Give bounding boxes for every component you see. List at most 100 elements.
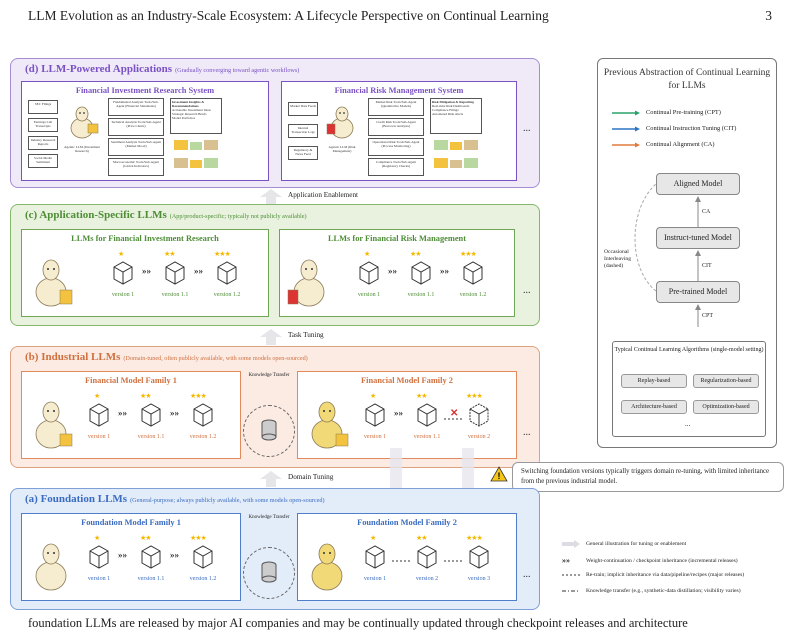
- star-icon: ★: [94, 392, 100, 400]
- version-label: version 1: [363, 434, 387, 440]
- knowledge-transfer-circle: [243, 547, 295, 599]
- star-icon: ★: [370, 534, 376, 542]
- algo-regularization: Regularization-based: [693, 374, 759, 388]
- caption-text: foundation LLMs are released by major AI…: [28, 616, 688, 630]
- star-icon: ★: [370, 392, 376, 400]
- legend-item-dash-dot: Knowledge transfer (e.g., synthetic-data…: [562, 588, 741, 594]
- panel-industrial: (b) Industrial LLMs(Domain-tuned, often …: [10, 346, 540, 468]
- legend-item-dashed: Re-train; implicit inheritance via data/…: [562, 572, 744, 578]
- version-label: version 3: [467, 576, 491, 582]
- ellipsis: ...: [523, 427, 531, 438]
- panel-title: (a) Foundation LLMs(General-purpose; alw…: [25, 493, 325, 505]
- version-label: version 2: [415, 576, 439, 582]
- output-item: Model Portfolios: [172, 116, 196, 120]
- version-label: version 2: [467, 434, 491, 440]
- triple-chevron-icon: »»: [388, 266, 397, 276]
- version-label: version 1: [87, 576, 111, 582]
- cl-algorithms-box: Typical Continual Learning Algorithms (s…: [612, 341, 766, 437]
- version-label: version 1.1: [407, 292, 435, 298]
- llm-cube-icon: [193, 545, 213, 569]
- version-label: version 1: [111, 292, 135, 298]
- tool-agent: Macroeconomic Tools/Sub-Agent (Global In…: [108, 158, 164, 176]
- tool-agent: Credit Risk Tools/Sub-Agent (Borrower An…: [368, 118, 424, 136]
- arrow-icon: [612, 142, 640, 147]
- llm-cube-icon: [359, 261, 379, 285]
- version-label: version 1.1: [413, 434, 441, 440]
- legend-item-ca: Continual Alignment (CA): [612, 141, 715, 148]
- version-label: version 1.2: [213, 292, 241, 298]
- star-icon: ★: [118, 250, 124, 258]
- switching-note-callout: Switching foundation versions typically …: [512, 462, 784, 492]
- llama-icon: [326, 106, 354, 139]
- input-source: Earnings Call Transcripts: [28, 118, 58, 132]
- edge-label: CA: [702, 209, 711, 215]
- output-illustration: [174, 140, 218, 168]
- triple-chevron-icon: »»: [562, 556, 570, 565]
- ellipsis: ...: [685, 420, 691, 428]
- aligned-model-box: Aligned Model: [656, 173, 740, 195]
- output-item: Compliance Filings: [432, 108, 459, 112]
- dashed-arrow-icon: [444, 418, 462, 420]
- version-label: version 1: [87, 434, 111, 440]
- algo-replay: Replay-based: [621, 374, 687, 388]
- tool-agent: Operational Risk Tools/Sub-Agent (Proces…: [368, 138, 424, 156]
- output-item: Automated Risk Alerts: [432, 112, 464, 116]
- output-box: Risk Mitigation & Reporting Real-time Ri…: [430, 98, 482, 134]
- llm-cube-icon: [469, 545, 489, 569]
- algo-title: Typical Continual Learning Algorithms (s…: [614, 347, 764, 353]
- star-icon: ★★: [140, 534, 152, 542]
- output-title: Investment Insights & Recommendations: [172, 100, 205, 108]
- input-source: Social Media Sentiment: [28, 154, 58, 168]
- star-icon: ★★★: [466, 534, 483, 542]
- output-title: Risk Mitigation & Reporting: [432, 100, 474, 104]
- database-icon: [261, 419, 277, 441]
- llm-cube-icon: [217, 261, 237, 285]
- llm-cube-icon: [365, 545, 385, 569]
- version-label: version 1.2: [189, 576, 217, 582]
- arrow-label-domain: Domain Tuning: [288, 473, 334, 481]
- panel-title: (b) Industrial LLMs(Domain-tuned, often …: [25, 351, 308, 363]
- edge-label: CIT: [702, 263, 712, 269]
- llm-cube-icon: [89, 545, 109, 569]
- version-label: version 1: [357, 292, 381, 298]
- llm-cube-icon: [411, 261, 431, 285]
- llama-icon: [311, 401, 349, 449]
- star-icon: ★★: [164, 250, 176, 258]
- star-icon: ★★★: [190, 534, 207, 542]
- output-item: Actionable Investment Ideas: [172, 108, 211, 112]
- database-icon: [261, 561, 277, 583]
- version-label: version 1.1: [137, 434, 165, 440]
- star-icon: ★: [94, 534, 100, 542]
- version-label: version 1.1: [161, 292, 189, 298]
- llm-cube-icon: [417, 403, 437, 427]
- interleaving-note: Occasional Interleaving (dashed): [604, 249, 632, 269]
- ellipsis: ...: [523, 123, 531, 134]
- algo-architecture: Architecture-based: [621, 400, 687, 414]
- arrow-icon: [612, 110, 640, 115]
- tool-agent: Technical Analysis Tools/Sub-Agent (Pric…: [108, 118, 164, 136]
- box-title: LLMs for Financial Risk Management: [327, 234, 467, 243]
- dashed-arrow-icon: [392, 560, 412, 562]
- block-arrow-icon: [562, 540, 580, 548]
- arrow-icon: [612, 126, 640, 131]
- warning-icon: !: [490, 466, 508, 482]
- llama-icon: [287, 259, 325, 307]
- legend-item-chevron: »» Weight-continuation / checkpoint inhe…: [562, 556, 738, 565]
- output-illustration: [434, 140, 478, 168]
- triple-chevron-icon: »»: [440, 266, 449, 276]
- llm-cube-icon: [365, 403, 385, 427]
- star-icon: ★★★: [460, 250, 477, 258]
- svg-text:!: !: [498, 471, 501, 481]
- pretrained-model-box: Pre-trained Model: [656, 281, 740, 303]
- llm-cube-icon: [141, 403, 161, 427]
- instruct-tuned-model-box: Instruct-tuned Model: [656, 227, 740, 249]
- legend-label: Knowledge transfer (e.g., synthetic-data…: [586, 588, 741, 594]
- legend-label: Continual Alignment (CA): [646, 141, 715, 148]
- cross-icon: ✕: [450, 408, 459, 419]
- legend-item-block-arrow: General illustration for tuning or enabl…: [562, 540, 686, 548]
- star-icon: ★★: [416, 392, 428, 400]
- llm-cube-icon: [469, 403, 489, 427]
- knowledge-transfer-circle: [243, 405, 295, 457]
- block-arrow-icon: [260, 471, 282, 487]
- input-source: Internal Transaction Logs: [288, 124, 318, 138]
